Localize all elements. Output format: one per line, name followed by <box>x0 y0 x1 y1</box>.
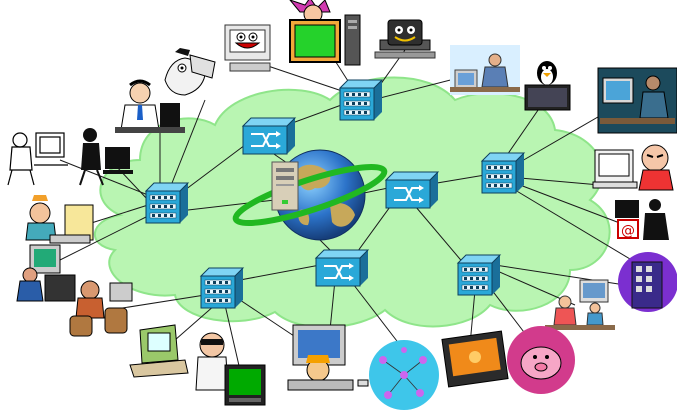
sw3-switch-icon <box>314 249 370 287</box>
hub-right-hub-icon <box>480 152 526 194</box>
laptop-user-icon <box>441 330 509 388</box>
laughing-computer-icon <box>224 24 271 72</box>
link-hubleft-crt <box>49 214 151 266</box>
link-hubleft-sketch <box>59 159 149 196</box>
crt-user-icon <box>16 244 76 302</box>
link-hubleft-frustrated <box>84 204 149 226</box>
barrel-user-icon <box>69 280 133 337</box>
penguin-laptop-icon <box>524 61 571 111</box>
link-hubbr-piggy <box>487 284 531 341</box>
link-hubbl-barrel <box>109 294 206 311</box>
link-hubtop-laughing <box>264 64 346 93</box>
hub-left-hub-icon <box>144 182 190 224</box>
desk-worker-icon <box>450 45 520 95</box>
email-user-icon: @ <box>615 199 669 240</box>
typist-icon <box>597 67 677 134</box>
link-hubright-typist <box>514 109 611 166</box>
sw1-switch-icon <box>241 117 297 155</box>
terminal-man-icon <box>195 332 266 406</box>
kids-computer-icon <box>545 279 615 330</box>
office-building-icon <box>618 252 677 312</box>
hub-top-hub-icon <box>338 79 384 121</box>
retro-computer-icon <box>129 324 189 378</box>
link-hubbl-retro <box>174 304 216 341</box>
link-hubbl-child <box>239 299 301 341</box>
jester-monitor-icon <box>289 0 361 66</box>
people-network-icon <box>369 340 439 410</box>
link-hubright-grumpy <box>519 177 601 186</box>
link-hubbl-terminal <box>224 304 241 371</box>
at-symbol-icon: @ <box>621 223 635 239</box>
link-hubright-building <box>514 189 641 266</box>
frustrated-user-icon <box>25 195 94 244</box>
grumpy-user-icon <box>592 144 674 191</box>
mouse-hand-icon <box>164 48 216 96</box>
businessman-icon <box>115 79 185 133</box>
link-sw4-hubbl <box>239 264 321 281</box>
sketch-user-icon <box>7 132 68 186</box>
link-sw3-hubbr <box>409 199 466 266</box>
child-computer-icon <box>287 324 369 391</box>
seated-user-icon <box>79 128 133 186</box>
hub-bottom-right-hub-icon <box>456 254 502 296</box>
pink-piggy-icon <box>507 326 575 394</box>
hub-bottom-left-hub-icon <box>199 267 245 309</box>
sw2-switch-icon <box>384 171 440 209</box>
globe-server-icon <box>232 149 388 241</box>
client-icons: @ <box>7 0 677 410</box>
link-hubleft-mouse <box>171 99 206 184</box>
link-sw4-child <box>329 279 336 331</box>
link-sw3-sw4 <box>354 199 396 256</box>
link-sw1-hubleft <box>184 144 246 191</box>
link-sw4-people <box>349 279 401 346</box>
link-hubright-email <box>519 184 626 226</box>
happy-computer-icon <box>374 19 436 59</box>
